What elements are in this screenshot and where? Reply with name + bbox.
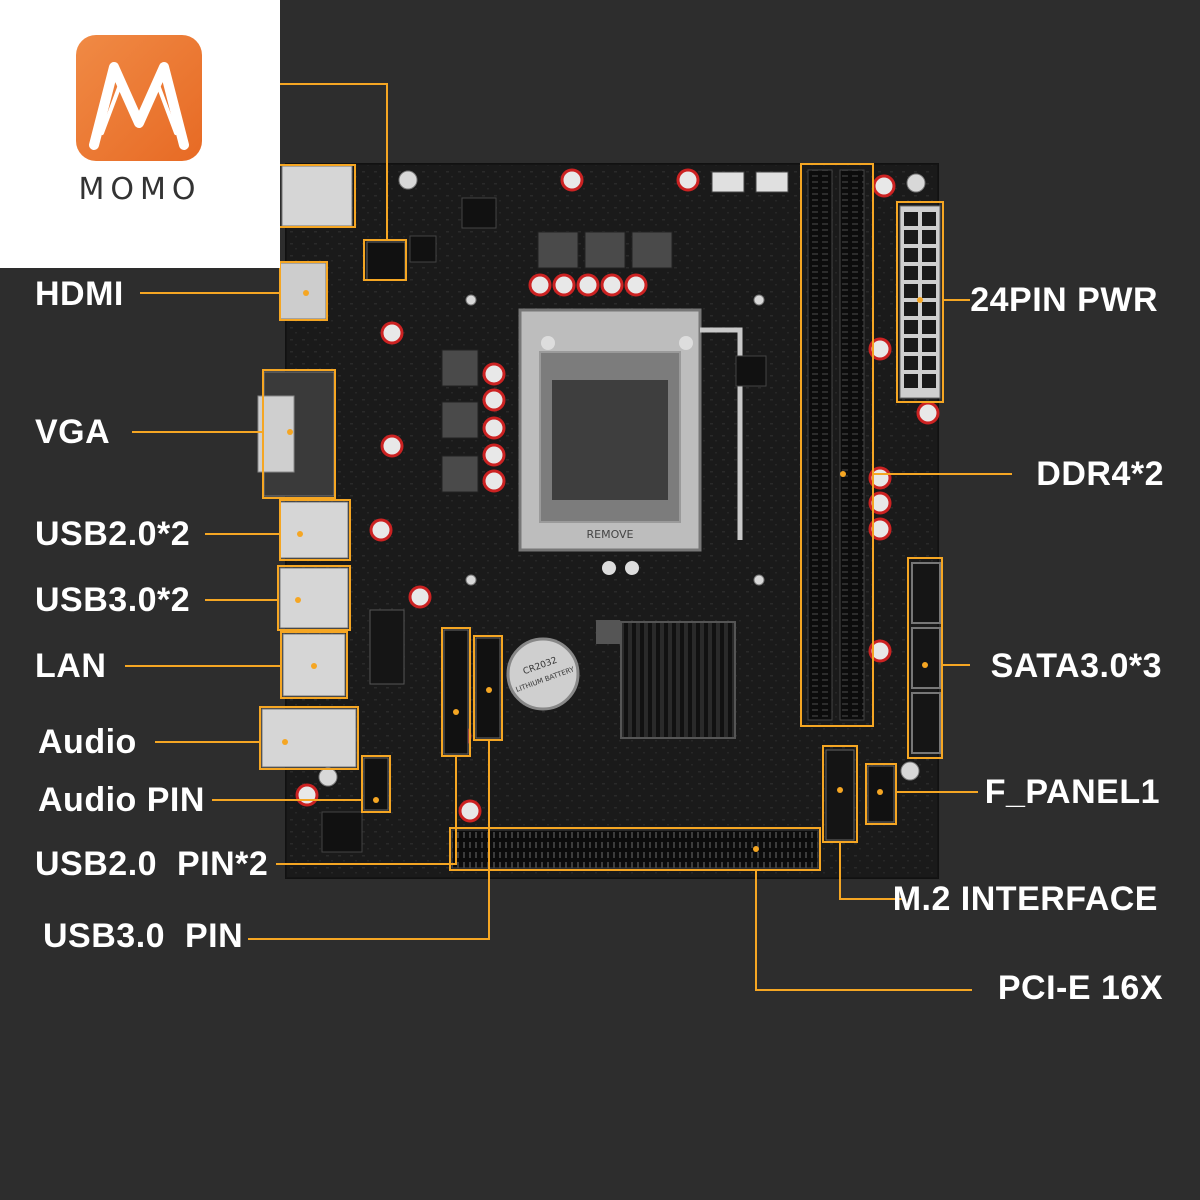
atx-pins [904,212,936,388]
label-audio-pin: Audio PIN [38,781,205,819]
leader-dots [282,290,928,852]
cmos-battery: CR2032 LITHIUM BATTERY [506,637,580,711]
label-usb30x2: USB3.0*2 [35,581,191,619]
small-chips [321,171,789,853]
label-m2: M.2 INTERFACE [892,880,1158,918]
mounting-holes [318,170,926,787]
capacitors [295,168,940,823]
label-audio: Audio [38,723,137,761]
brand-logo: MOMO [0,0,280,268]
ddr4-slots [807,169,865,721]
label-lan: LAN [35,647,107,685]
sata-ports [911,562,941,754]
brand-name: MOMO [78,172,202,207]
m2-slot [825,749,855,841]
label-sata: SATA3.0*3 [990,647,1162,685]
logo-m-icon [76,35,202,161]
label-hdmi: HDMI [35,275,124,313]
label-usb20-pin: USB2.0 PIN*2 [35,845,269,883]
chipset-heatsink [596,620,736,739]
vrm-chokes [441,231,673,493]
label-usb30-pin: USB3.0 PIN [43,917,244,955]
cpu-socket: REMOVE [518,308,743,575]
pcie-x16-slot [451,829,819,869]
highlight-annotations [125,83,1012,991]
remove-text: REMOVE [586,528,633,541]
label-f-panel: F_PANEL1 [984,773,1160,811]
label-ddr4: DDR4*2 [1036,455,1164,493]
label-24pin-pwr: 24PIN PWR [970,281,1158,319]
label-pcie: PCI-E 16X [997,969,1163,1007]
label-usb20x2: USB2.0*2 [35,515,191,553]
label-vga: VGA [35,413,111,451]
